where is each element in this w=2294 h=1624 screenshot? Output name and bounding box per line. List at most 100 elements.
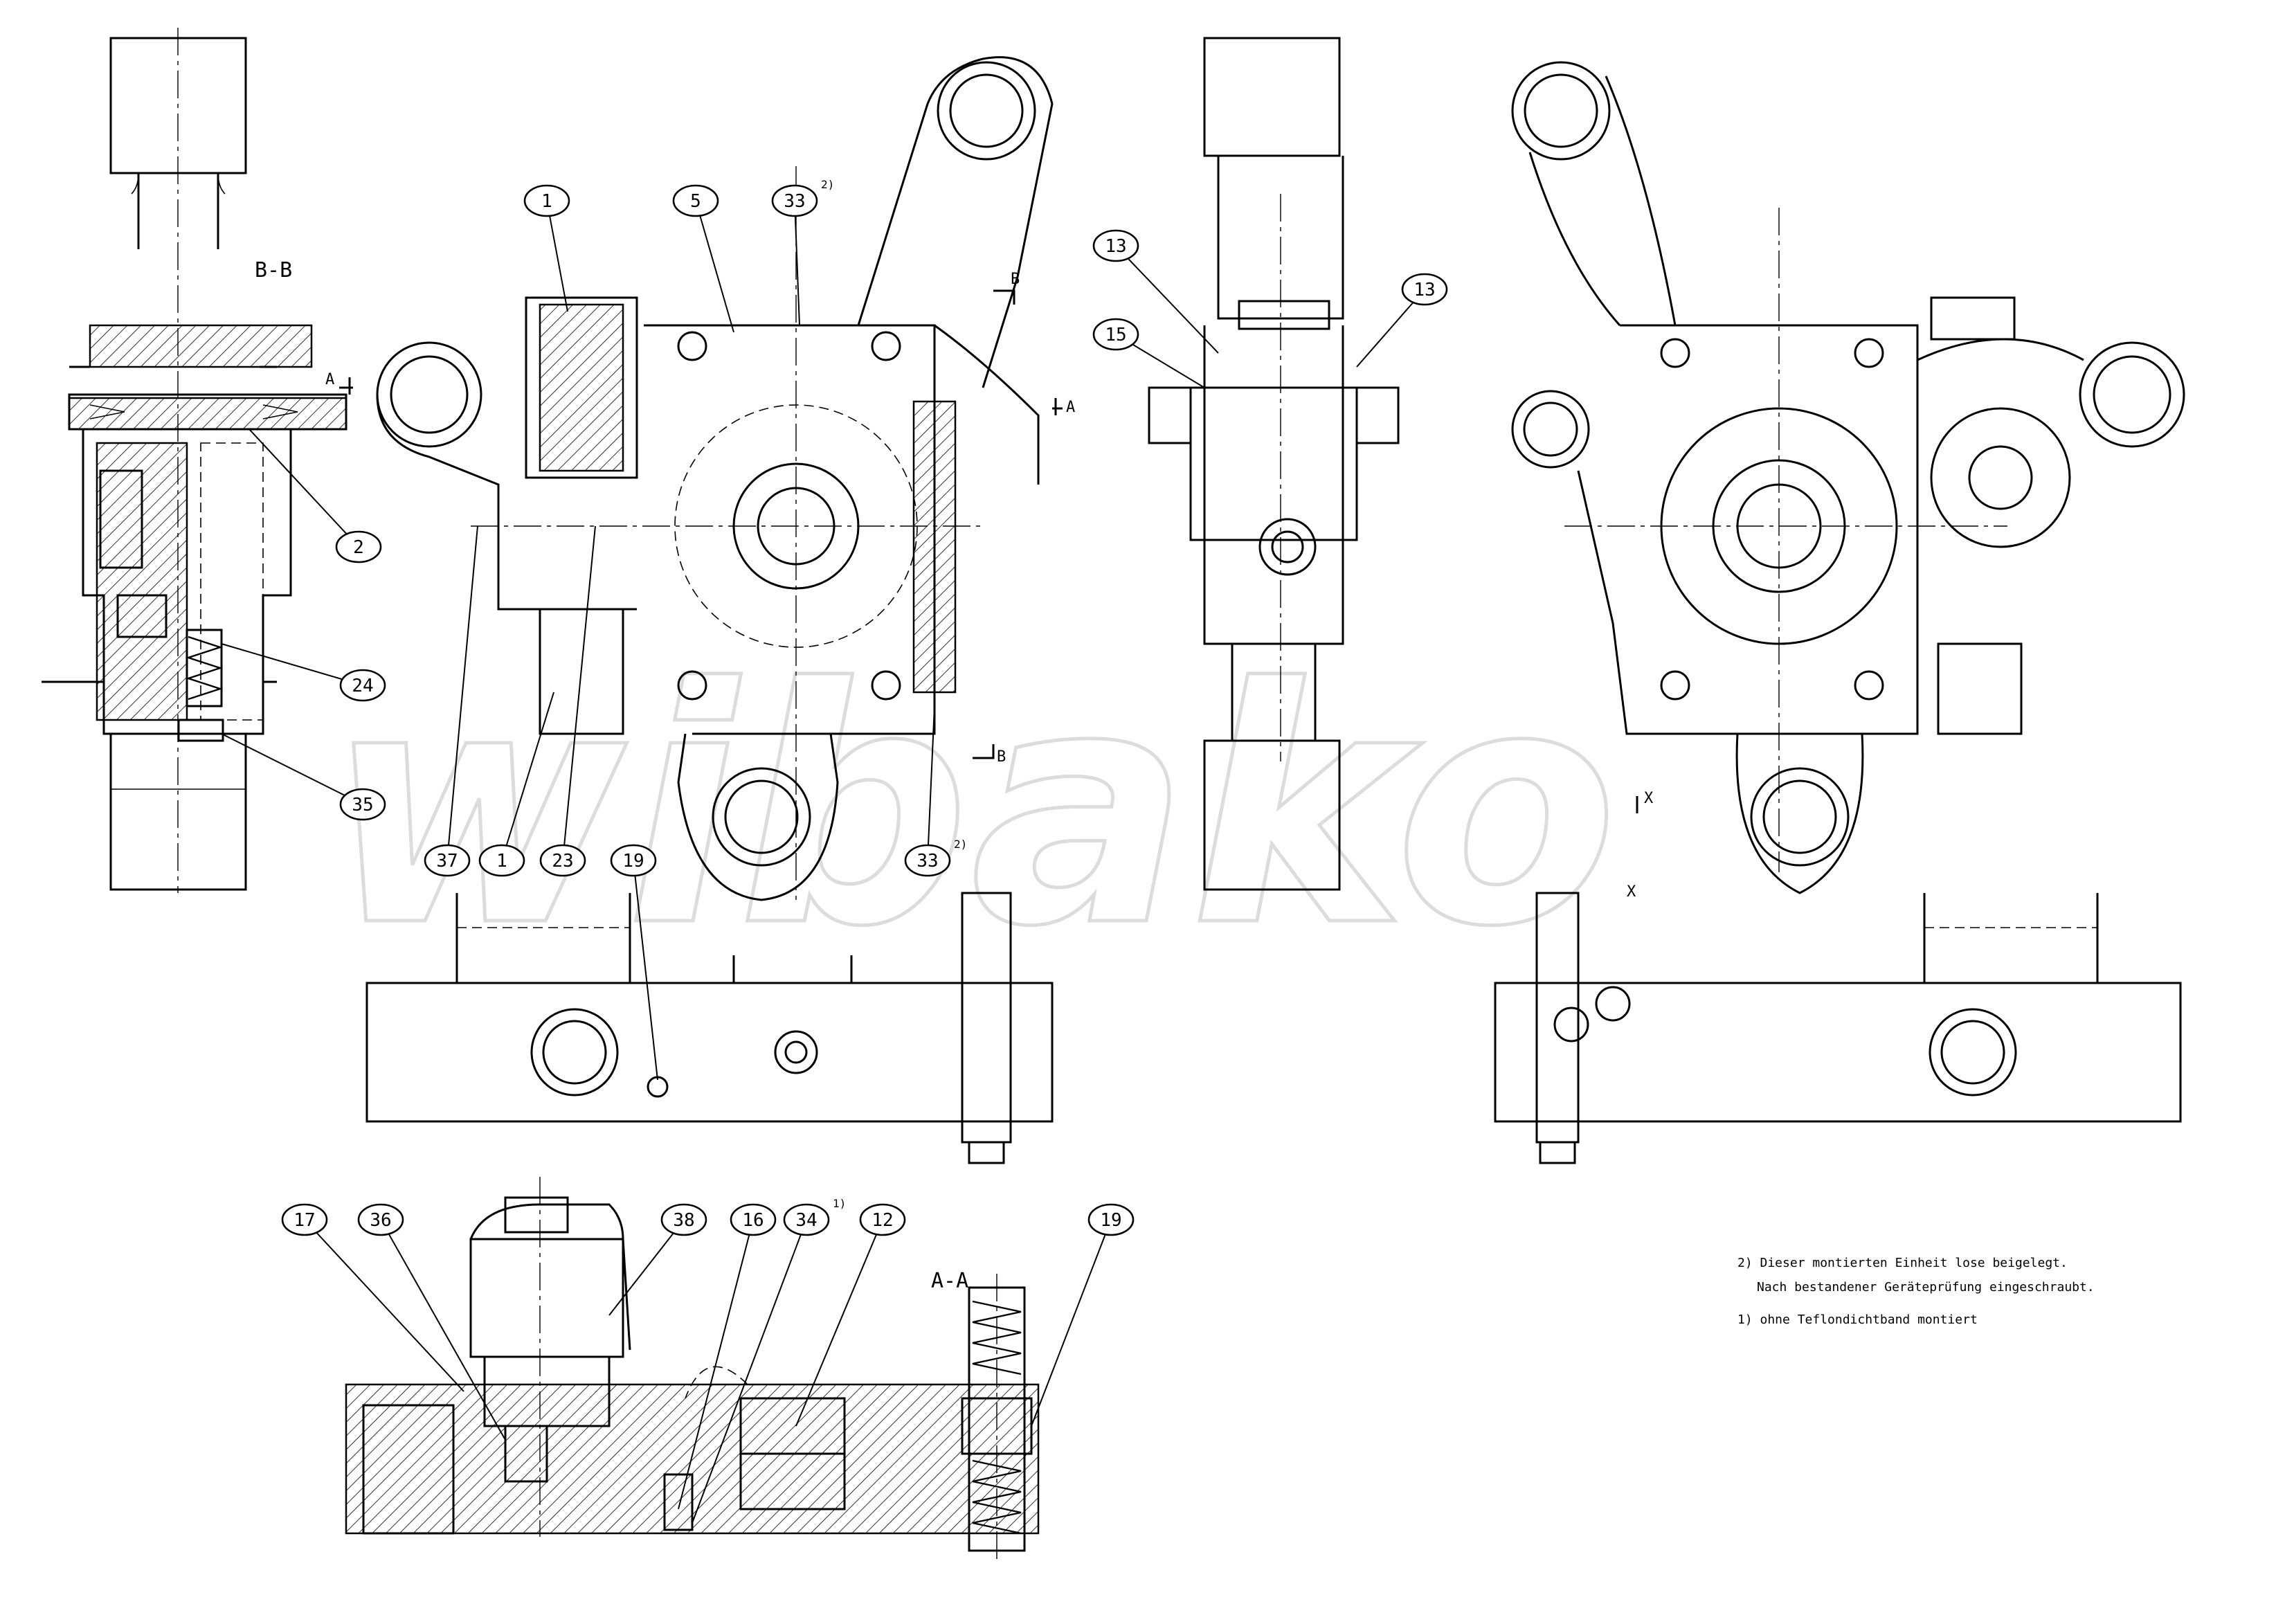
side-view xyxy=(1148,37,1400,891)
svg-text:X: X xyxy=(1627,883,1636,901)
balloon-b35: 35 xyxy=(221,733,386,821)
balloon-outline xyxy=(335,530,382,563)
leader-line xyxy=(380,1219,506,1441)
balloon-b19-mid: 19 xyxy=(610,844,658,1081)
balloon-b19-aa: 19 xyxy=(1031,1203,1135,1427)
balloon-b2: 2 xyxy=(249,428,382,563)
balloon-outline xyxy=(357,1203,404,1236)
balloon-outline xyxy=(672,184,719,217)
balloon-label: 13 xyxy=(1414,280,1435,300)
leader-line xyxy=(546,200,568,312)
balloon-label: 12 xyxy=(871,1210,893,1231)
balloon-label: 38 xyxy=(673,1210,694,1231)
balloon-label: 36 xyxy=(370,1210,391,1231)
svg-text:A: A xyxy=(325,371,334,388)
bottom-view-rear xyxy=(1494,892,2182,1164)
balloon-footnote-mark: 2) xyxy=(821,178,834,191)
leader-line xyxy=(221,643,363,686)
balloon-outline xyxy=(783,1203,830,1236)
balloon-b34: 34 1) xyxy=(692,1197,846,1524)
balloon-b1-top: 1 xyxy=(523,184,570,312)
balloon-b38: 38 xyxy=(608,1203,707,1316)
balloon-outline xyxy=(1087,1203,1135,1236)
svg-text:B: B xyxy=(997,748,1006,766)
balloon-outline xyxy=(771,184,818,217)
balloon-b1-bottom: 1 xyxy=(478,692,554,877)
balloon-outline xyxy=(424,844,471,877)
balloon-outline xyxy=(859,1203,906,1236)
balloon-footnote-mark: 1) xyxy=(833,1197,846,1210)
leader-line xyxy=(692,1219,807,1524)
balloon-outline xyxy=(610,844,657,877)
balloon-outline xyxy=(1092,318,1139,351)
leader-line xyxy=(927,705,935,861)
balloon-outline xyxy=(281,1203,328,1236)
balloon-footnote-mark: 2) xyxy=(954,838,967,851)
note-2-line1: 2) Dieser montierten Einheit lose beigel… xyxy=(1737,1256,2068,1270)
balloon-b24: 24 xyxy=(221,643,386,702)
balloon-outline xyxy=(539,844,586,877)
cut-markers: A A B B X X B-B A-A xyxy=(255,258,1654,1293)
balloon-b36: 36 xyxy=(357,1203,506,1441)
balloon-b33-bottom: 33 2) xyxy=(904,705,967,877)
balloon-label: 16 xyxy=(742,1210,764,1231)
notes: 2) Dieser montierten Einheit lose beigel… xyxy=(1737,1256,2095,1327)
balloon-outline xyxy=(523,184,570,217)
rear-view xyxy=(1511,61,2185,894)
leader-line xyxy=(794,200,800,326)
svg-text:X: X xyxy=(1644,790,1654,807)
balloon-label: 35 xyxy=(352,795,373,815)
balloon-label: 23 xyxy=(552,851,573,872)
balloon-b13-right: 13 xyxy=(1356,273,1448,368)
leader-line xyxy=(678,1219,754,1510)
balloon-label: 1 xyxy=(496,851,507,872)
balloon-label: 37 xyxy=(436,851,458,872)
balloon-outline xyxy=(1092,229,1139,262)
leader-line xyxy=(304,1219,464,1392)
leader-line xyxy=(446,525,478,861)
balloon-label: 19 xyxy=(1100,1210,1121,1231)
watermark: wibako xyxy=(325,619,1618,998)
balloon-label: 2 xyxy=(353,537,364,558)
main-front-view xyxy=(376,56,1054,901)
leader-line xyxy=(633,860,658,1081)
svg-text:A: A xyxy=(1066,399,1075,416)
view-bb-section xyxy=(42,28,347,893)
balloon-label: 34 xyxy=(795,1210,817,1231)
note-1: 1) ohne Teflondichtband montiert xyxy=(1737,1312,1978,1327)
balloon-label: 24 xyxy=(352,676,373,696)
balloon-b33-top: 33 2) xyxy=(771,178,834,326)
balloon-label: 5 xyxy=(690,191,701,212)
balloon-outline xyxy=(660,1203,707,1236)
balloon-outline xyxy=(339,788,386,821)
section-aa-label: A-A xyxy=(931,1269,968,1293)
section-aa xyxy=(345,1177,1040,1564)
leader-line xyxy=(1115,245,1219,354)
balloon-label: 15 xyxy=(1105,325,1126,345)
leader-line xyxy=(608,1219,685,1316)
section-bb-label: B-B xyxy=(255,258,292,282)
balloon-b13-left: 13 xyxy=(1092,229,1219,354)
balloon-label: 33 xyxy=(784,191,805,212)
balloon-label: 17 xyxy=(293,1210,315,1231)
leader-line xyxy=(695,200,734,333)
balloon-b16: 16 xyxy=(678,1203,777,1510)
balloon-b23: 23 xyxy=(539,525,596,877)
balloon-b15: 15 xyxy=(1092,318,1205,388)
balloon-label: 33 xyxy=(916,851,938,872)
leader-line xyxy=(1031,1219,1112,1427)
balloon-outline xyxy=(904,844,951,877)
leader-line xyxy=(221,733,363,805)
balloon-outline xyxy=(730,1203,777,1236)
svg-text:B: B xyxy=(1011,271,1020,288)
leader-line xyxy=(562,525,596,861)
note-2-line2: Nach bestandener Geräteprüfung eingeschr… xyxy=(1757,1280,2095,1294)
leader-line xyxy=(795,1219,883,1427)
balloon-outline xyxy=(339,669,386,702)
balloon-label: 1 xyxy=(541,191,552,212)
balloon-b12: 12 xyxy=(795,1203,906,1427)
balloon-outline xyxy=(478,844,525,877)
